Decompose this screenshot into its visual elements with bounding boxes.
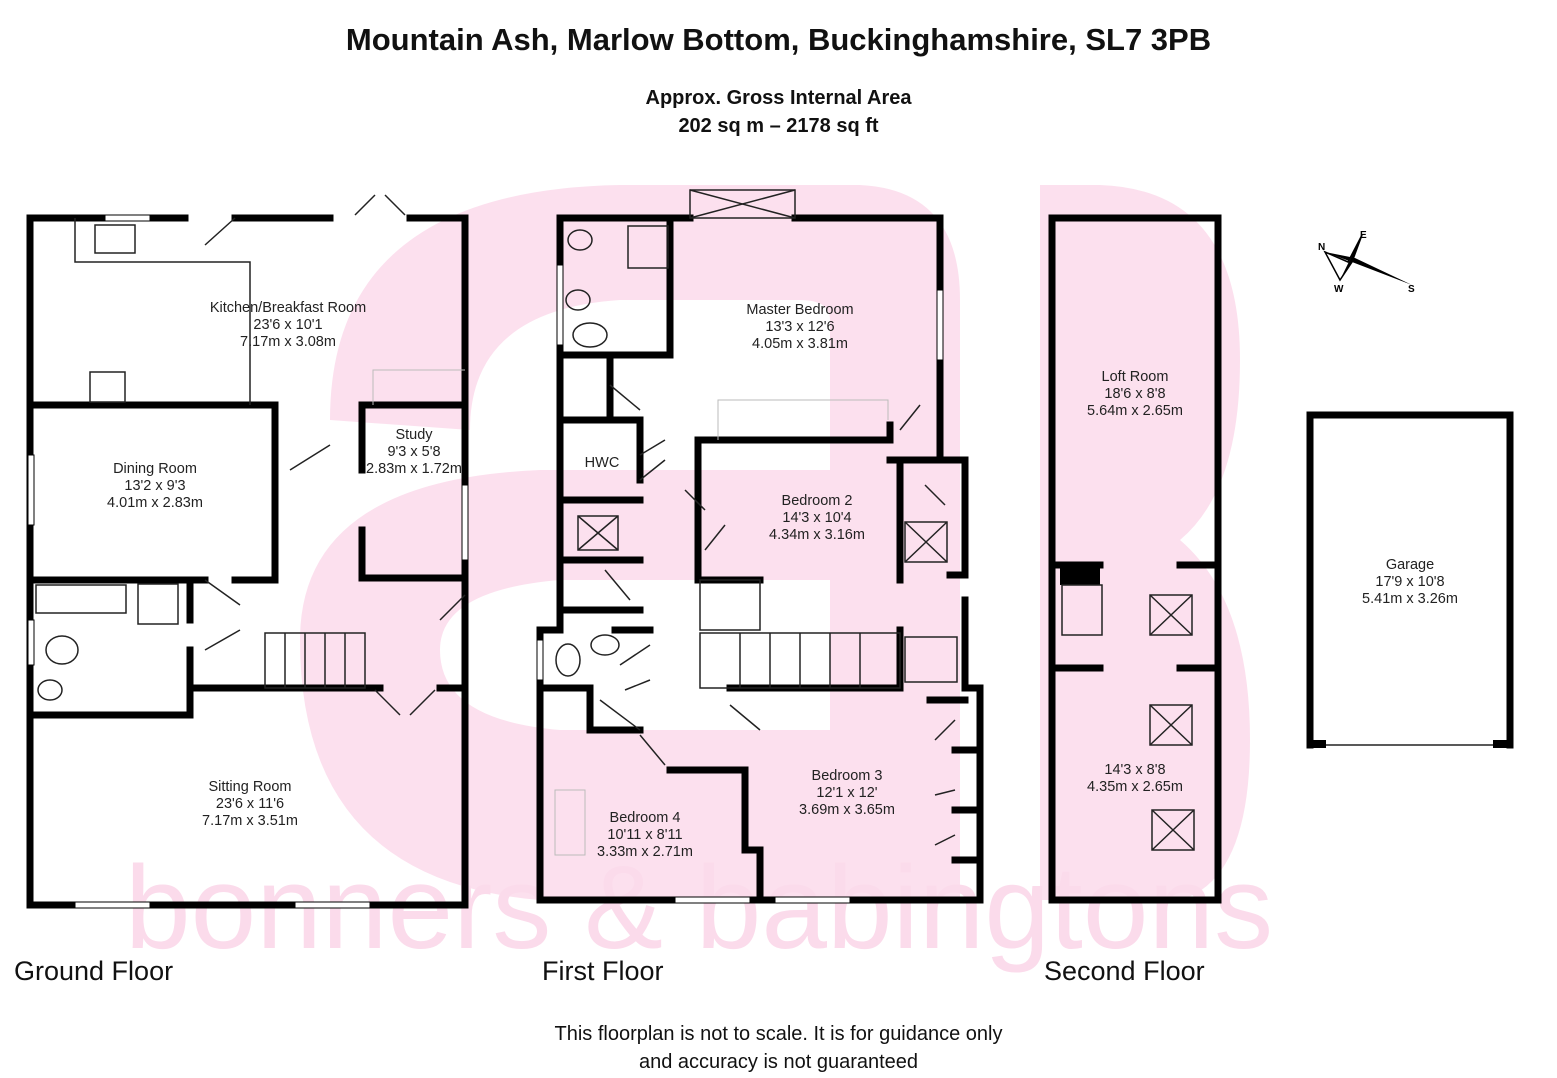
- svg-text:N: N: [1318, 242, 1325, 253]
- room-master-bedroom: Master Bedroom 13'3 x 12'6 4.05m x 3.81m: [746, 302, 853, 352]
- svg-text:3.69m x 3.65m: 3.69m x 3.65m: [799, 802, 895, 818]
- room-study: Study 9'3 x 5'8 2.83m x 1.72m: [366, 427, 462, 477]
- svg-text:13'3 x 12'6: 13'3 x 12'6: [765, 319, 834, 335]
- room-hwc: HWC: [585, 455, 620, 471]
- svg-text:E: E: [1360, 230, 1367, 241]
- first-floor-label: First Floor: [542, 956, 664, 986]
- svg-text:14'3 x 8'8: 14'3 x 8'8: [1104, 762, 1165, 778]
- svg-text:7.17m x 3.08m: 7.17m x 3.08m: [240, 334, 336, 350]
- second-floor-plan: [1048, 214, 1222, 904]
- area-value: 202 sq m – 2178 sq ft: [678, 115, 879, 137]
- svg-text:Bedroom 3: Bedroom 3: [812, 768, 883, 784]
- svg-text:Master Bedroom: Master Bedroom: [746, 302, 853, 318]
- svg-text:9'3 x 5'8: 9'3 x 5'8: [387, 444, 440, 460]
- room-loft: Loft Room 18'6 x 8'8 5.64m x 2.65m: [1087, 369, 1183, 419]
- watermark-logo: bonners & babingtons: [125, 185, 1273, 974]
- ground-floor-plan: [26, 194, 469, 909]
- svg-text:14'3 x 10'4: 14'3 x 10'4: [782, 510, 851, 526]
- svg-text:23'6 x 10'1: 23'6 x 10'1: [253, 317, 322, 333]
- room-bedroom-3: Bedroom 3 12'1 x 12' 3.69m x 3.65m: [799, 768, 895, 818]
- svg-text:18'6 x 8'8: 18'6 x 8'8: [1104, 386, 1165, 402]
- gross-internal-area: Approx. Gross Internal Area 202 sq m – 2…: [0, 84, 1557, 140]
- svg-text:2.83m x 1.72m: 2.83m x 1.72m: [366, 461, 462, 477]
- room-garage: Garage 17'9 x 10'8 5.41m x 3.26m: [1362, 557, 1458, 607]
- svg-text:12'1 x 12': 12'1 x 12': [816, 785, 877, 801]
- garage-plan: [1306, 411, 1514, 749]
- svg-text:Sitting Room: Sitting Room: [208, 779, 291, 795]
- svg-text:17'9 x 10'8: 17'9 x 10'8: [1375, 574, 1444, 590]
- svg-text:Bedroom 2: Bedroom 2: [782, 493, 853, 509]
- room-bedroom-2: Bedroom 2 14'3 x 10'4 4.34m x 3.16m: [769, 493, 865, 543]
- svg-text:S: S: [1408, 284, 1415, 295]
- svg-text:4.35m x 2.65m: 4.35m x 2.65m: [1087, 779, 1183, 795]
- ground-floor-label: Ground Floor: [14, 956, 174, 986]
- compass-icon: N E S W: [1318, 230, 1415, 295]
- svg-text:Kitchen/Breakfast Room: Kitchen/Breakfast Room: [210, 300, 366, 316]
- svg-text:5.64m x 2.65m: 5.64m x 2.65m: [1087, 403, 1183, 419]
- room-dining: Dining Room 13'2 x 9'3 4.01m x 2.83m: [107, 461, 203, 511]
- second-floor-label: Second Floor: [1044, 956, 1205, 986]
- svg-text:23'6 x 11'6: 23'6 x 11'6: [216, 796, 284, 812]
- svg-text:10'11 x 8'11: 10'11 x 8'11: [607, 827, 682, 843]
- svg-text:4.01m x 2.83m: 4.01m x 2.83m: [107, 495, 203, 511]
- disclaimer-line-2: and accuracy is not guaranteed: [638, 1051, 919, 1073]
- svg-text:Study: Study: [395, 427, 433, 443]
- svg-text:4.34m x 3.16m: 4.34m x 3.16m: [769, 527, 865, 543]
- svg-text:4.05m x 3.81m: 4.05m x 3.81m: [752, 336, 848, 352]
- svg-text:13'2 x 9'3: 13'2 x 9'3: [124, 478, 185, 494]
- svg-text:5.41m x 3.26m: 5.41m x 3.26m: [1362, 591, 1458, 607]
- svg-text:Garage: Garage: [1386, 557, 1434, 573]
- svg-text:Bedroom 4: Bedroom 4: [610, 810, 681, 826]
- first-floor-plan: [536, 189, 984, 904]
- room-sitting: Sitting Room 23'6 x 11'6 7.17m x 3.51m: [202, 779, 298, 829]
- room-second-floor-lower: 14'3 x 8'8 4.35m x 2.65m: [1087, 762, 1183, 795]
- svg-text:7.17m x 3.51m: 7.17m x 3.51m: [202, 813, 298, 829]
- svg-text:3.33m x 2.71m: 3.33m x 2.71m: [597, 844, 693, 860]
- svg-text:Dining Room: Dining Room: [113, 461, 197, 477]
- disclaimer-line-1: This floorplan is not to scale. It is fo…: [554, 1023, 1003, 1045]
- area-label: Approx. Gross Internal Area: [645, 87, 912, 109]
- room-kitchen: Kitchen/Breakfast Room 23'6 x 10'1 7.17m…: [210, 300, 366, 350]
- disclaimer: This floorplan is not to scale. It is fo…: [0, 1020, 1557, 1076]
- svg-text:W: W: [1334, 284, 1344, 295]
- page-title: Mountain Ash, Marlow Bottom, Buckinghams…: [345, 22, 1212, 57]
- svg-text:Loft Room: Loft Room: [1102, 369, 1169, 385]
- room-bedroom-4: Bedroom 4 10'11 x 8'11 3.33m x 2.71m: [597, 810, 693, 860]
